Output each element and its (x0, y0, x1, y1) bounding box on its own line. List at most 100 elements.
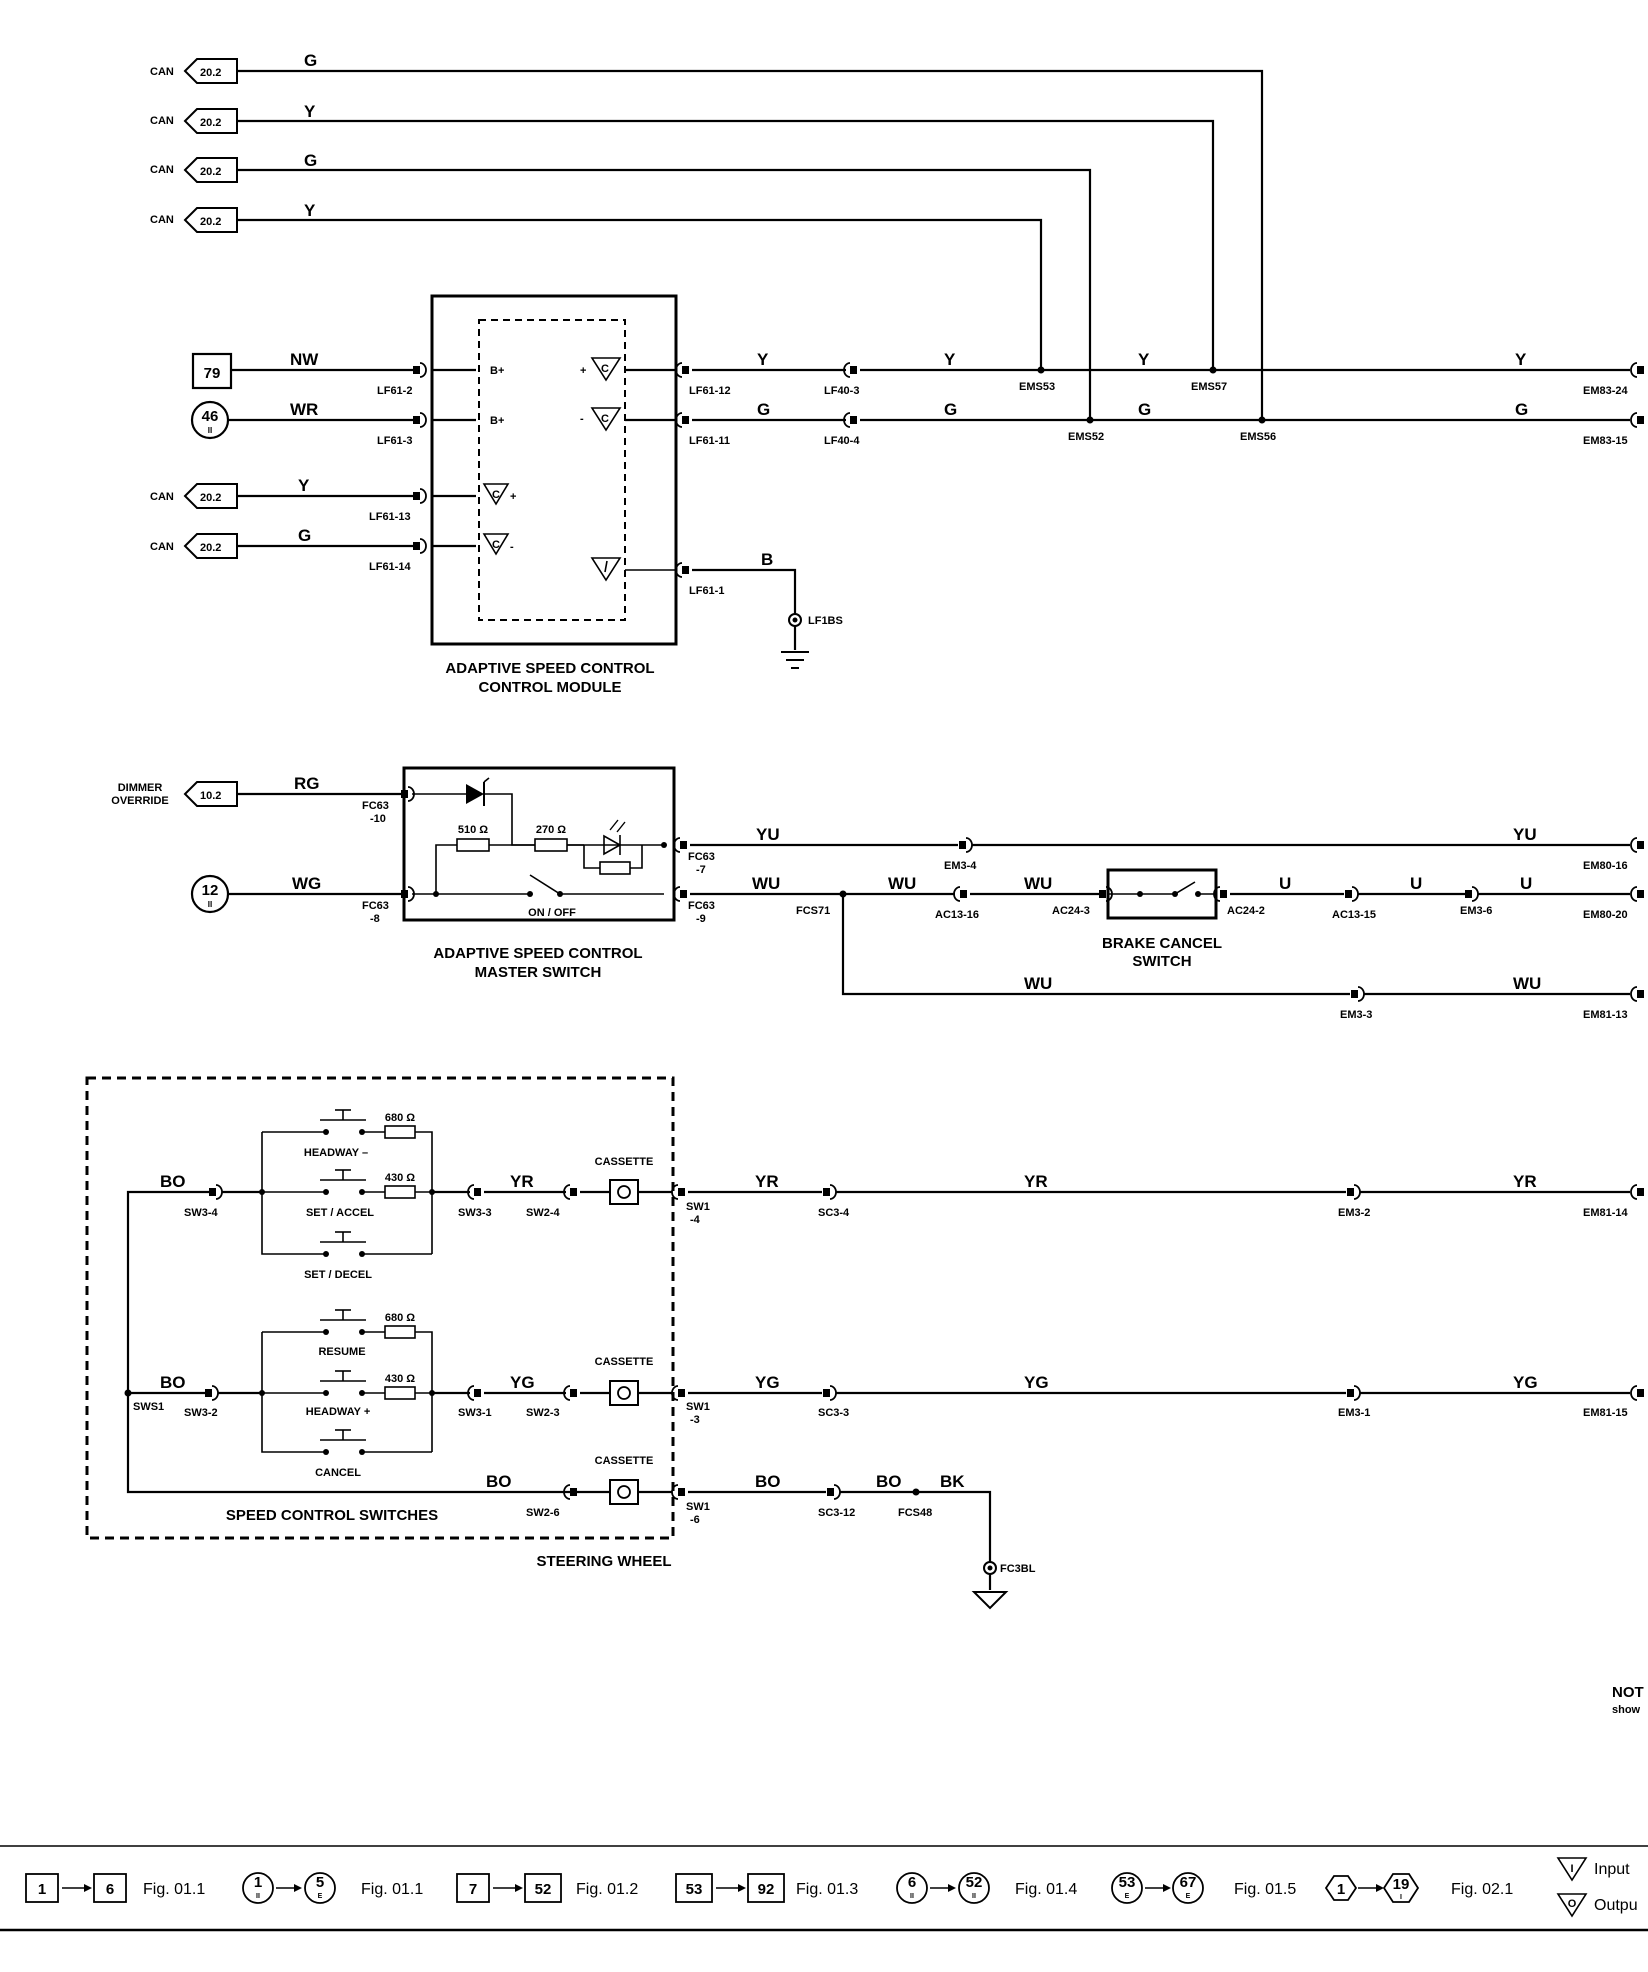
svg-text:O: O (1568, 1898, 1577, 1910)
svg-text:U: U (1410, 874, 1422, 893)
input-triangle-icon (590, 557, 622, 582)
svg-text:CAN: CAN (150, 541, 174, 553)
module-ground-line: LF61-1 B LF1BS (675, 550, 843, 669)
svg-text:510 Ω: 510 Ω (458, 824, 488, 836)
svg-text:BO: BO (876, 1472, 902, 1491)
svg-text:II: II (972, 1893, 976, 1900)
svg-text:G: G (1138, 400, 1151, 419)
svg-text:LF40-3: LF40-3 (824, 385, 859, 397)
svg-text:53: 53 (1119, 1874, 1136, 1891)
svg-text:79: 79 (204, 365, 221, 382)
svg-text:HEADWAY –: HEADWAY – (304, 1147, 368, 1159)
svg-text:EM3-2: EM3-2 (1338, 1207, 1370, 1219)
can-input-4: CAN 20.2 Y (150, 201, 316, 233)
chassis-ground-icon (971, 1591, 1009, 1610)
svg-text:Y: Y (1138, 350, 1150, 369)
svg-text:YU: YU (1513, 825, 1537, 844)
svg-text:FCS48: FCS48 (898, 1507, 932, 1519)
headway-plus-button: HEADWAY + (262, 1370, 370, 1418)
wu-line: FC63 -9 WU FCS71 WU AC13-16 WU AC24-3 BR… (673, 868, 1645, 970)
svg-text:SW3-1: SW3-1 (458, 1407, 492, 1419)
svg-text:II: II (208, 900, 212, 909)
svg-text:BO: BO (486, 1472, 512, 1491)
can-g-output-line: G LF61-11 LF40-4 G EMS52 G EMS56 G EM83-… (675, 400, 1645, 447)
svg-text:SC3-3: SC3-3 (818, 1407, 849, 1419)
svg-text:G: G (298, 526, 311, 545)
svg-text:EM83-15: EM83-15 (1583, 435, 1628, 447)
svg-text:CAN: CAN (150, 491, 174, 503)
svg-text:II: II (256, 1893, 260, 1900)
svg-text:U: U (1520, 874, 1532, 893)
can-high-input-triangle-icon: C + (482, 483, 516, 506)
svg-text:-8: -8 (370, 913, 380, 925)
svg-text:RG: RG (294, 774, 320, 793)
svg-text:+: + (580, 365, 586, 377)
dimmer-override-input: DIMMER OVERRIDE 10.2 (111, 781, 238, 807)
svg-text:LF1BS: LF1BS (808, 615, 843, 627)
svg-text:EM81-15: EM81-15 (1583, 1407, 1628, 1419)
svg-text:YG: YG (755, 1373, 780, 1392)
legend-item-2: 1 II 5 E Fig. 01.1 (242, 1872, 423, 1904)
svg-text:RESUME: RESUME (318, 1346, 365, 1358)
svg-text:FCS71: FCS71 (796, 905, 830, 917)
svg-text:EM81-13: EM81-13 (1583, 1009, 1628, 1021)
svg-text:BO: BO (160, 1373, 186, 1392)
svg-text:LF40-4: LF40-4 (824, 435, 860, 447)
legend-item-6: 53 E 67 E Fig. 01.5 (1111, 1872, 1296, 1904)
svg-text:G: G (304, 151, 317, 170)
svg-text:Fig. 01.3: Fig. 01.3 (796, 1881, 858, 1898)
svg-text:AC24-2: AC24-2 (1227, 905, 1265, 917)
arrow-right-icon (738, 1884, 746, 1892)
svg-text:G: G (1515, 400, 1528, 419)
svg-text:CASSETTE: CASSETTE (595, 1156, 654, 1168)
svg-text:-4: -4 (690, 1214, 701, 1226)
svg-text:YG: YG (1513, 1373, 1538, 1392)
svg-text:SW1: SW1 (686, 1401, 710, 1413)
arrow-right-icon (1163, 1884, 1171, 1892)
svg-text:LF61-12: LF61-12 (689, 385, 731, 397)
svg-text:52: 52 (966, 1874, 983, 1891)
svg-text:E: E (318, 1893, 323, 1900)
svg-text:NOT: NOT (1612, 1684, 1644, 1701)
svg-text:C: C (492, 539, 500, 551)
svg-text:CAN: CAN (150, 66, 174, 78)
arrow-right-icon (948, 1884, 956, 1892)
svg-text:YR: YR (510, 1172, 534, 1191)
legend-item-1: 1 6 Fig. 01.1 (25, 1873, 205, 1903)
svg-text:CASSETTE: CASSETTE (595, 1455, 654, 1467)
yu-line: YU FC63 -7 EM3-4 YU EM80-16 (673, 825, 1645, 876)
svg-text:20.2: 20.2 (200, 492, 221, 504)
svg-text:SPEED CONTROL SWITCHES: SPEED CONTROL SWITCHES (226, 1507, 438, 1524)
svg-text:430 Ω: 430 Ω (385, 1172, 415, 1184)
svg-text:19: 19 (1393, 1876, 1410, 1893)
svg-text:Fig. 01.5: Fig. 01.5 (1234, 1881, 1296, 1898)
svg-text:46: 46 (202, 408, 219, 425)
svg-text:Y: Y (944, 350, 956, 369)
svg-text:Outpu: Outpu (1594, 1897, 1638, 1914)
svg-text:EM80-16: EM80-16 (1583, 860, 1628, 872)
svg-text:EM3-1: EM3-1 (1338, 1407, 1370, 1419)
svg-text:SET / DECEL: SET / DECEL (304, 1269, 372, 1281)
svg-text:Y: Y (757, 350, 769, 369)
svg-text:AC24-3: AC24-3 (1052, 905, 1090, 917)
svg-text:10.2: 10.2 (200, 790, 221, 802)
svg-text:1: 1 (1337, 1881, 1345, 1898)
svg-text:FC63: FC63 (688, 900, 715, 912)
svg-text:II: II (208, 426, 212, 435)
svg-text:LF61-13: LF61-13 (369, 511, 411, 523)
svg-text:B+: B+ (490, 365, 504, 377)
svg-text:YG: YG (510, 1373, 535, 1392)
svg-text:FC3BL: FC3BL (1000, 1563, 1036, 1575)
switch-group-3: BO SW2-6 CASSETTE (486, 1455, 672, 1519)
svg-text:YU: YU (756, 825, 780, 844)
svg-text:-7: -7 (696, 864, 706, 876)
diode-icon (466, 777, 490, 806)
svg-text:SC3-12: SC3-12 (818, 1507, 855, 1519)
switch-group-2: BO SW3-2 RESUME 680 Ω HEADWAY + (128, 1309, 672, 1479)
svg-text:LF61-11: LF61-11 (689, 435, 730, 447)
svg-text:-10: -10 (370, 813, 386, 825)
arrow-right-icon (294, 1884, 302, 1892)
yg-line: SW1 -3 YG SC3-3 YG EM3-1 YG EM81-15 (671, 1373, 1645, 1426)
switch-group-1: BO SW3-4 HEADWAY – 680 Ω SET / AC (160, 1109, 672, 1281)
